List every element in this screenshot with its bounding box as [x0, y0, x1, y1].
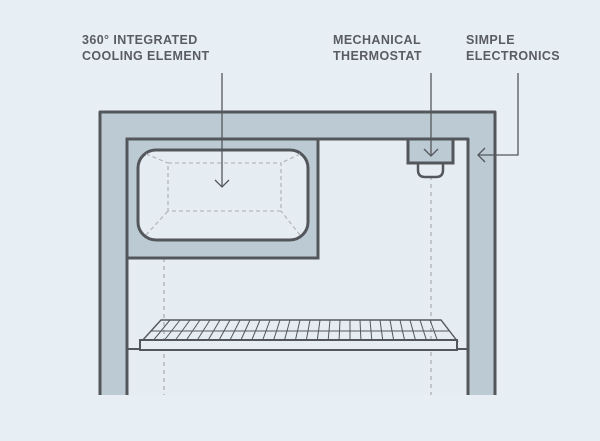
cooling-element-corner-br — [280, 210, 301, 236]
thermostat-label-line1: MECHANICAL — [333, 33, 422, 47]
thermostat-callout — [423, 73, 439, 157]
electronics-callout-arrowhead — [477, 147, 486, 163]
thermostat-knob — [416, 163, 445, 179]
cooling-element — [136, 148, 310, 242]
cooling-callout-arrowhead — [214, 179, 230, 188]
electronics-callout-line — [478, 73, 519, 156]
electronics-callout — [477, 73, 519, 163]
thermostat-callout-arrowhead — [423, 148, 439, 157]
electronics-label: SIMPLE ELECTRONICS — [466, 32, 560, 64]
cooling-element-callout — [214, 73, 230, 188]
cooling-element-corner-tl — [145, 153, 169, 164]
wire-shelf — [127, 319, 468, 351]
electronics-label-line1: SIMPLE — [466, 33, 515, 47]
cooling-element-corner-tr — [280, 153, 301, 164]
thermostat-label: MECHANICAL THERMOSTAT — [333, 32, 422, 64]
cabinet-outer-outline — [98, 110, 497, 395]
cooling-element-label-line2: COOLING ELEMENT — [82, 49, 210, 63]
shelf-grid-wires — [151, 319, 439, 343]
electronics-label-line2: ELECTRONICS — [466, 49, 560, 63]
cooling-element-corner-bl — [145, 210, 169, 236]
cooling-element-inner — [167, 162, 282, 212]
shelf-front-rail — [139, 339, 458, 351]
cooling-element-label-line1: 360° INTEGRATED — [82, 33, 198, 47]
thermostat-label-line2: THERMOSTAT — [333, 49, 422, 63]
cooling-element-label: 360° INTEGRATED COOLING ELEMENT — [82, 32, 210, 64]
